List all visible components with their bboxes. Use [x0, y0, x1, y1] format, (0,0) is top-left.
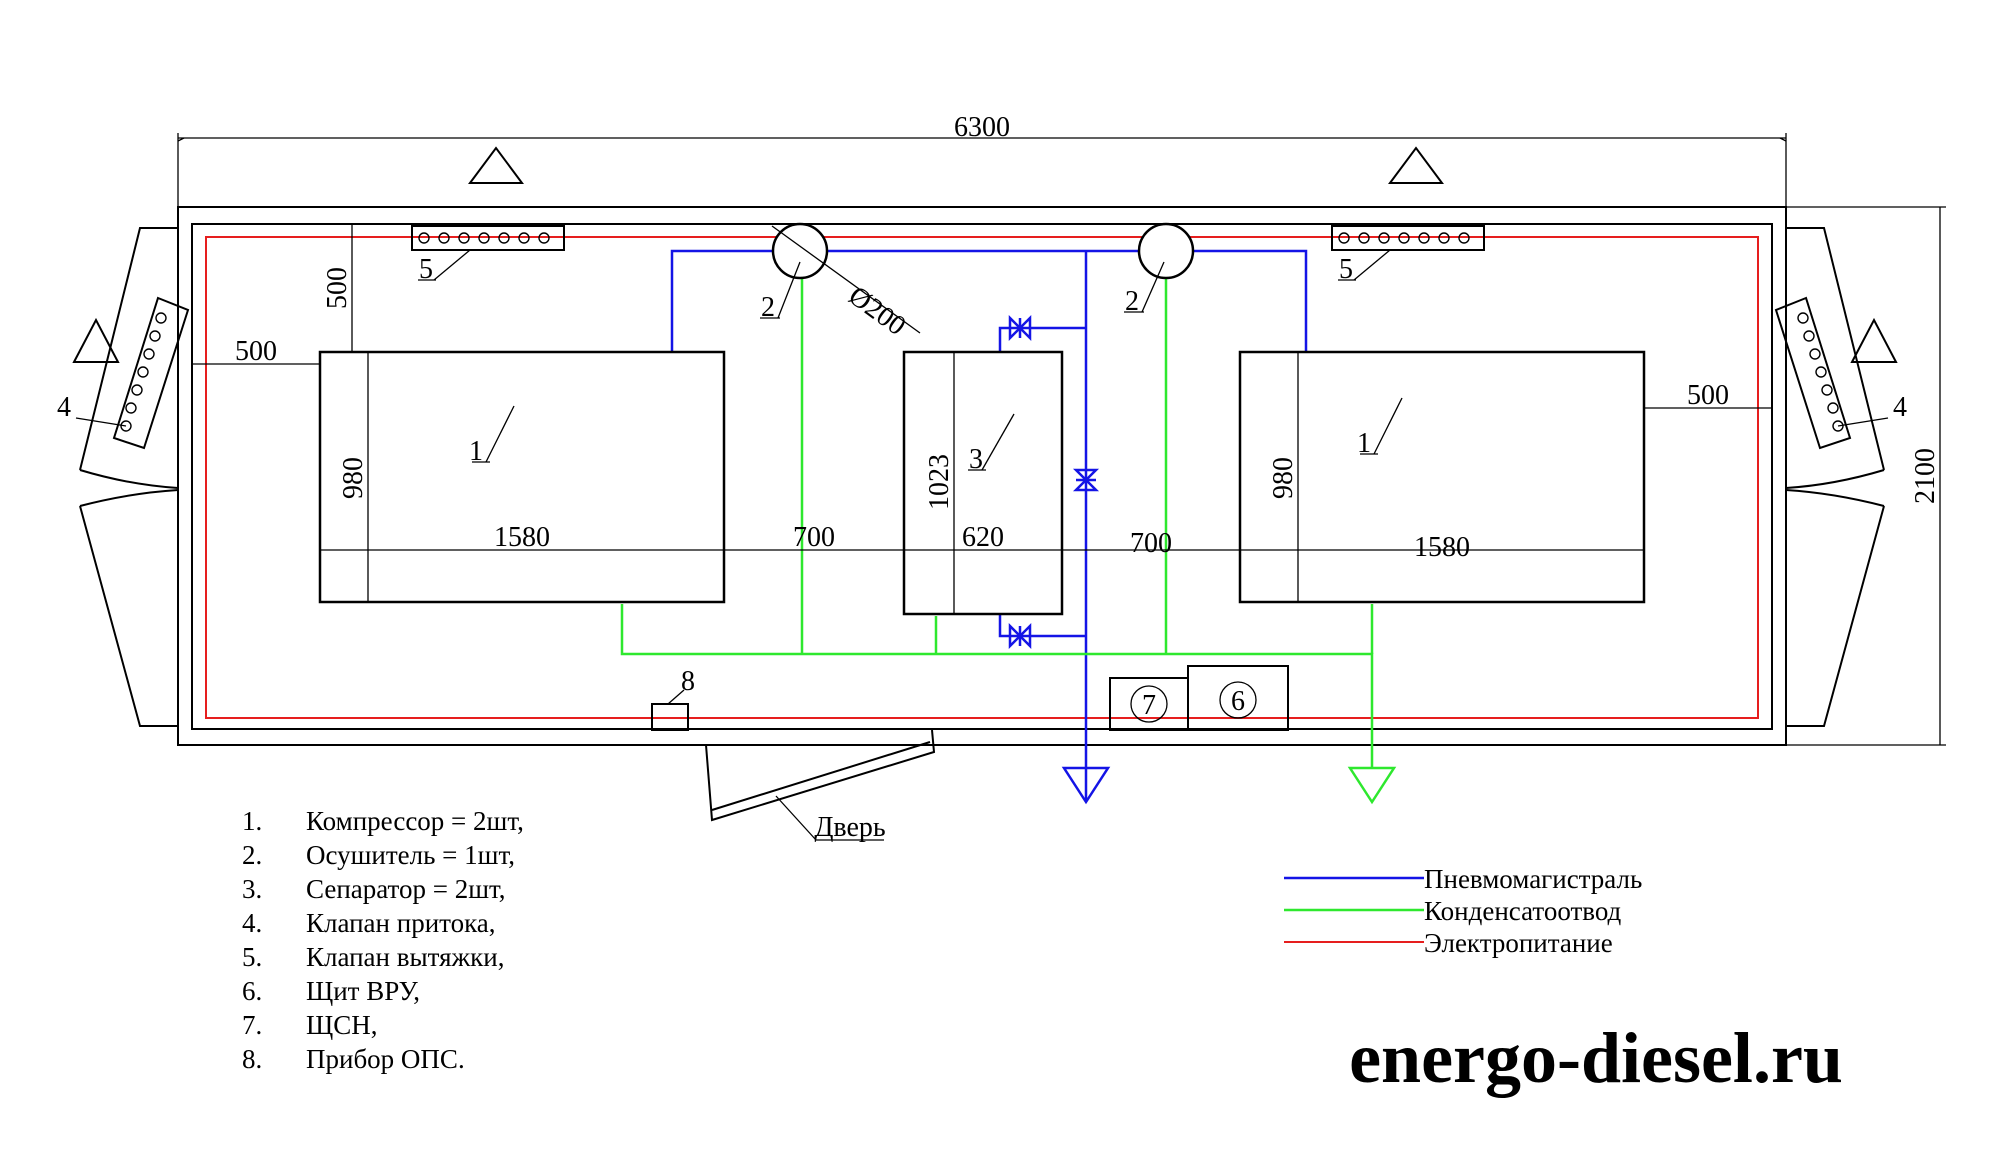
callout-6: 6: [1231, 686, 1245, 717]
callout-5-left: 5: [419, 254, 433, 285]
list-item-num: 1.: [242, 806, 262, 836]
dimension-overall-length: 6300: [177, 112, 1787, 228]
pneumatic-line: [670, 249, 1308, 805]
panel-6-bubble: [1219, 681, 1257, 719]
airflow-triangle-icon: [1388, 146, 1444, 184]
exhaust-valve-left: [411, 225, 565, 251]
airflow-triangle-icon: [468, 146, 524, 184]
shutoff-valve-icon: [1072, 468, 1100, 492]
airflow-triangle-icon: [1850, 317, 1898, 363]
list-item-num: 4.: [242, 908, 262, 938]
dim-6300-label: 6300: [954, 112, 1010, 143]
panel-7-bubble: [1130, 685, 1168, 723]
panel-vru: [1187, 665, 1289, 731]
shutoff-valve-icon: [1008, 622, 1032, 650]
list-item-num: 8.: [242, 1044, 262, 1074]
callout-1-left: 1: [469, 436, 483, 467]
dryer-right: [1137, 222, 1195, 280]
callout-3: 3: [969, 444, 983, 475]
list-item-text: Компрессор = 2шт,: [306, 806, 524, 836]
list-item-num: 2.: [242, 840, 262, 870]
door: Дверь: [704, 729, 936, 843]
duct-diameter-label: Ø200: [843, 280, 912, 342]
inner-dimensions: 500 500 500 980 980 1023 1580 700 620 70…: [192, 224, 1772, 614]
callout-7: 7: [1142, 690, 1156, 721]
dim-980-right: 980: [1268, 457, 1299, 499]
intake-valve-right: [1774, 296, 1852, 450]
power-line: [205, 236, 1759, 719]
dryer-left: [771, 222, 829, 280]
list-item-text: Осушитель = 1шт,: [306, 840, 515, 870]
list-item-text: Клапан притока,: [306, 908, 496, 938]
separator: [902, 350, 1064, 616]
compressor-right: [1238, 350, 1646, 604]
intake-valve-left: [112, 296, 190, 450]
list-item-text: ЩСН,: [306, 1010, 378, 1040]
building-walls: [79, 206, 1885, 746]
callout-5-right: 5: [1339, 254, 1353, 285]
fire-alarm-device: [651, 703, 689, 731]
list-item-num: 5.: [242, 942, 262, 972]
airflow-triangle-icon: [72, 317, 120, 363]
legend-label: Пневмомагистраль: [1424, 864, 1642, 894]
door-label: Дверь: [814, 812, 885, 843]
list-item-text: Клапан вытяжки,: [306, 942, 504, 972]
dim-700-left: 700: [793, 522, 835, 553]
duct-leader: [771, 225, 921, 334]
drain-outlet-triangle-icon: [1347, 766, 1397, 805]
callout-8: 8: [681, 666, 695, 697]
list-item-num: 7.: [242, 1010, 262, 1040]
air-outlet-triangle-icon: [1061, 766, 1111, 805]
list-item-num: 6.: [242, 976, 262, 1006]
dimension-overall-width: 2100: [1786, 206, 1946, 746]
legend-label: Электропитание: [1424, 928, 1613, 958]
dim-980-left: 980: [338, 457, 369, 499]
equipment-list: 1. Компрессор = 2шт, 2. Осушитель = 1шт,…: [242, 806, 524, 1074]
dim-1023: 1023: [924, 454, 955, 510]
condensate-line: [620, 278, 1397, 805]
legend-label: Конденсатоотвод: [1424, 896, 1622, 926]
compressor-left: [318, 350, 726, 604]
shutoff-valve-icon: [1008, 314, 1032, 342]
callout-2-right: 2: [1125, 286, 1139, 317]
dim-500-left: 500: [235, 336, 277, 367]
list-item-text: Щит ВРУ,: [306, 976, 420, 1006]
watermark: energo-diesel.ru: [1349, 1018, 1843, 1098]
line-legend: Пневмомагистраль Конденсатоотвод Электро…: [1284, 864, 1642, 958]
list-item-text: Прибор ОПС.: [306, 1044, 465, 1074]
dim-500-right: 500: [1687, 380, 1729, 411]
dim-620: 620: [962, 522, 1004, 553]
callout-2-left: 2: [761, 292, 775, 323]
list-item-num: 3.: [242, 874, 262, 904]
dim-1580-left: 1580: [494, 522, 550, 553]
callout-1-right: 1: [1357, 428, 1371, 459]
dim-500-top: 500: [322, 267, 353, 309]
list-item-text: Сепаратор = 2шт,: [306, 874, 506, 904]
callout-4-right: 4: [1893, 392, 1907, 423]
exhaust-valve-right: [1331, 225, 1485, 251]
callouts: 1 1 3 2 2 5 5 4 4: [57, 249, 1907, 475]
dim-2100-label: 2100: [1910, 448, 1941, 504]
dim-1580-right: 1580: [1414, 532, 1470, 563]
callout-4-left: 4: [57, 392, 71, 423]
dim-700-right: 700: [1130, 528, 1172, 559]
